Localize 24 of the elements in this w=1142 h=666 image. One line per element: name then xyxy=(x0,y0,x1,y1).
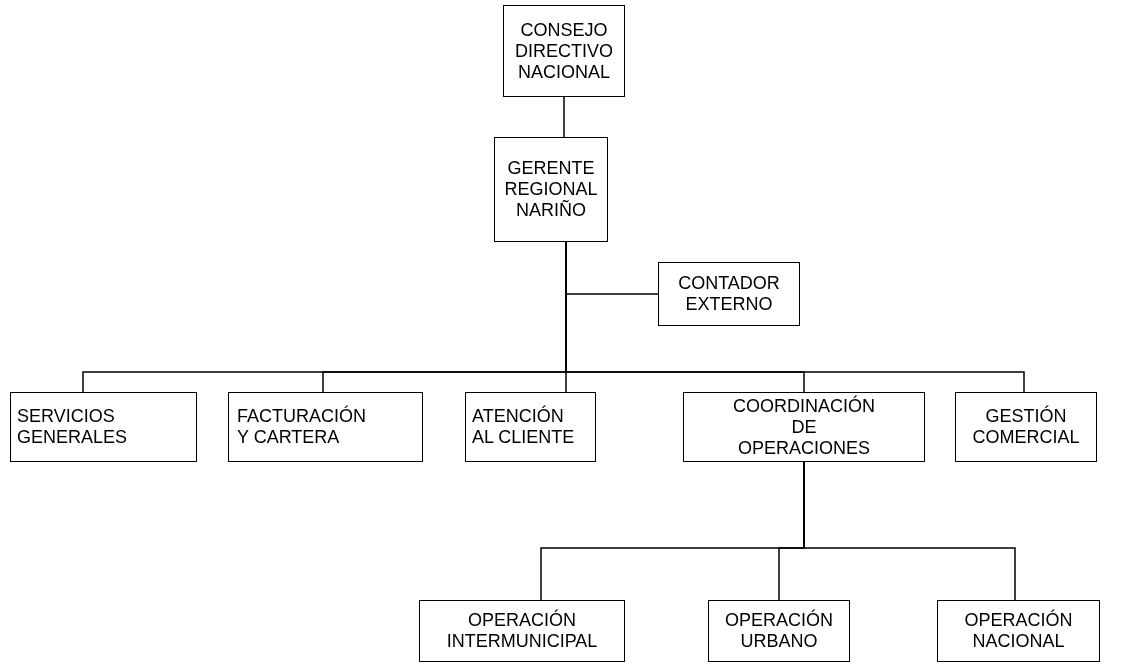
org-box xyxy=(10,392,197,462)
org-box xyxy=(658,262,800,326)
box-label: CONTADOR EXTERNO xyxy=(677,273,781,315)
connector-line xyxy=(803,461,1016,601)
box-label: OPERACIÓN NACIONAL xyxy=(963,610,1074,652)
org-box xyxy=(503,5,625,97)
org-box xyxy=(494,137,608,242)
box-label: GESTIÓN COMERCIAL xyxy=(971,406,1081,448)
box-label: CONSEJO DIRECTIVO NACIONAL xyxy=(514,19,614,83)
org-box xyxy=(419,600,625,662)
box-label: OPERACIÓN URBANO xyxy=(724,610,834,652)
box-label: GERENTE REGIONAL NARIÑO xyxy=(503,158,599,221)
box-label: OPERACIÓN INTERMUNICIPAL xyxy=(445,610,599,652)
box-label: ATENCIÓN AL CLIENTE xyxy=(472,406,576,448)
org-box xyxy=(465,392,596,462)
org-box xyxy=(228,392,423,462)
connector-line xyxy=(563,96,565,138)
org-box xyxy=(708,600,850,662)
org-box xyxy=(683,392,925,462)
box-label: FACTURACIÓN Y CARTERA xyxy=(237,406,367,448)
org-box xyxy=(937,600,1100,662)
box-label: COORDINACIÓN DE OPERACIONES xyxy=(732,395,876,459)
box-label: SERVICIOS GENERALES xyxy=(17,406,129,448)
org-box xyxy=(955,392,1097,462)
